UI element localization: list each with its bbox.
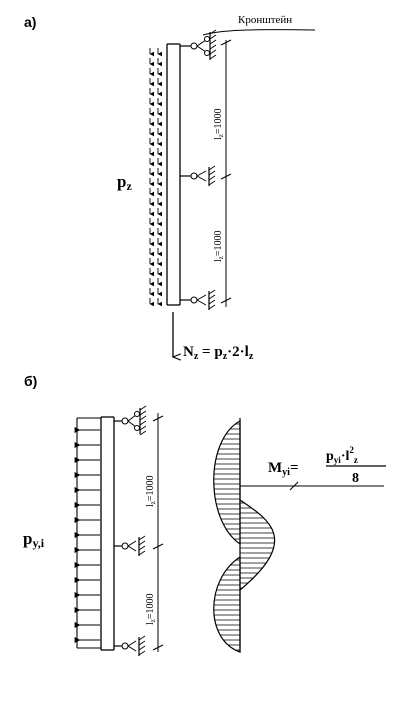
moment-formula: Myi= pyi·l2z 8 bbox=[268, 445, 386, 486]
support-a-middle bbox=[180, 165, 216, 186]
bracket-leader-line bbox=[202, 29, 316, 36]
bracket-label: Кронштейн bbox=[238, 14, 292, 26]
load-a-label: pz bbox=[117, 172, 132, 193]
support-a-bottom bbox=[180, 289, 216, 310]
axial-force-formula: Nz = pz·2·lz bbox=[183, 344, 254, 362]
beam-a bbox=[166, 43, 181, 306]
part-b-label: б) bbox=[24, 373, 37, 389]
svg-text:Myi=: Myi= bbox=[268, 460, 299, 478]
support-b-bottom bbox=[114, 635, 146, 656]
dimension-line-a bbox=[220, 39, 232, 307]
svg-text:pyi·l2z: pyi·l2z bbox=[326, 445, 358, 465]
support-a-top bbox=[180, 29, 217, 60]
beam-b bbox=[100, 416, 115, 651]
span-a-top-label: lz=1000 bbox=[213, 108, 225, 140]
span-a-bottom-label: lz=1000 bbox=[213, 230, 225, 262]
moment-diagram bbox=[213, 418, 384, 653]
axial-load-arrows bbox=[149, 48, 163, 307]
svg-text:8: 8 bbox=[352, 471, 359, 486]
span-b-bottom-label: lz=1000 bbox=[145, 593, 157, 625]
part-b: б) bbox=[23, 373, 386, 656]
span-b-top-label: lz=1000 bbox=[145, 475, 157, 507]
part-a: а) Кронштейн bbox=[24, 14, 316, 362]
support-b-middle bbox=[114, 535, 146, 556]
part-a-label: а) bbox=[24, 14, 36, 30]
load-b-label: py,i bbox=[23, 529, 45, 550]
lateral-load bbox=[74, 417, 101, 649]
dimension-line-b bbox=[152, 413, 164, 652]
support-b-top bbox=[114, 405, 147, 436]
